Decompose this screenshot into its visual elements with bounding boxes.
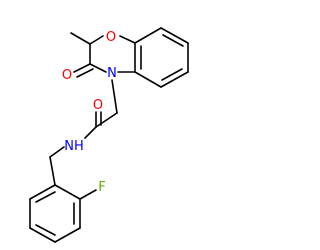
bond: [54, 227, 81, 243]
bond: [162, 34, 184, 47]
structure-diagram: O O N O NH F: [29, 27, 189, 243]
bond: [29, 227, 56, 243]
bond: [134, 71, 162, 88]
bond: [119, 35, 136, 44]
bond: [54, 184, 81, 200]
bond: [111, 79, 118, 114]
bond: [35, 224, 56, 236]
bond: [35, 191, 56, 203]
bond: [49, 146, 65, 158]
bond: [29, 184, 56, 200]
bond: [79, 189, 97, 200]
bond: [161, 68, 183, 81]
amide-oxygen-label: O: [93, 98, 103, 113]
bond: [73, 63, 91, 73]
bond: [160, 71, 189, 88]
molecule-canvas: O O N O NH F: [29, 27, 189, 243]
bond: [76, 68, 94, 78]
bond: [160, 27, 189, 44]
ring-carbonyl-oxygen-label: O: [62, 68, 72, 83]
bond: [84, 126, 97, 139]
bond: [95, 112, 118, 128]
bonds: [29, 27, 189, 243]
bond: [70, 32, 91, 45]
ring-nitrogen-label: N: [107, 66, 117, 81]
bond: [134, 27, 162, 44]
bond: [89, 35, 104, 45]
bond: [49, 156, 56, 186]
fluorine-label: F: [98, 180, 105, 195]
bond: [89, 63, 107, 73]
amide-nh-label: NH: [64, 139, 84, 154]
ring-oxygen-label: O: [106, 30, 116, 45]
